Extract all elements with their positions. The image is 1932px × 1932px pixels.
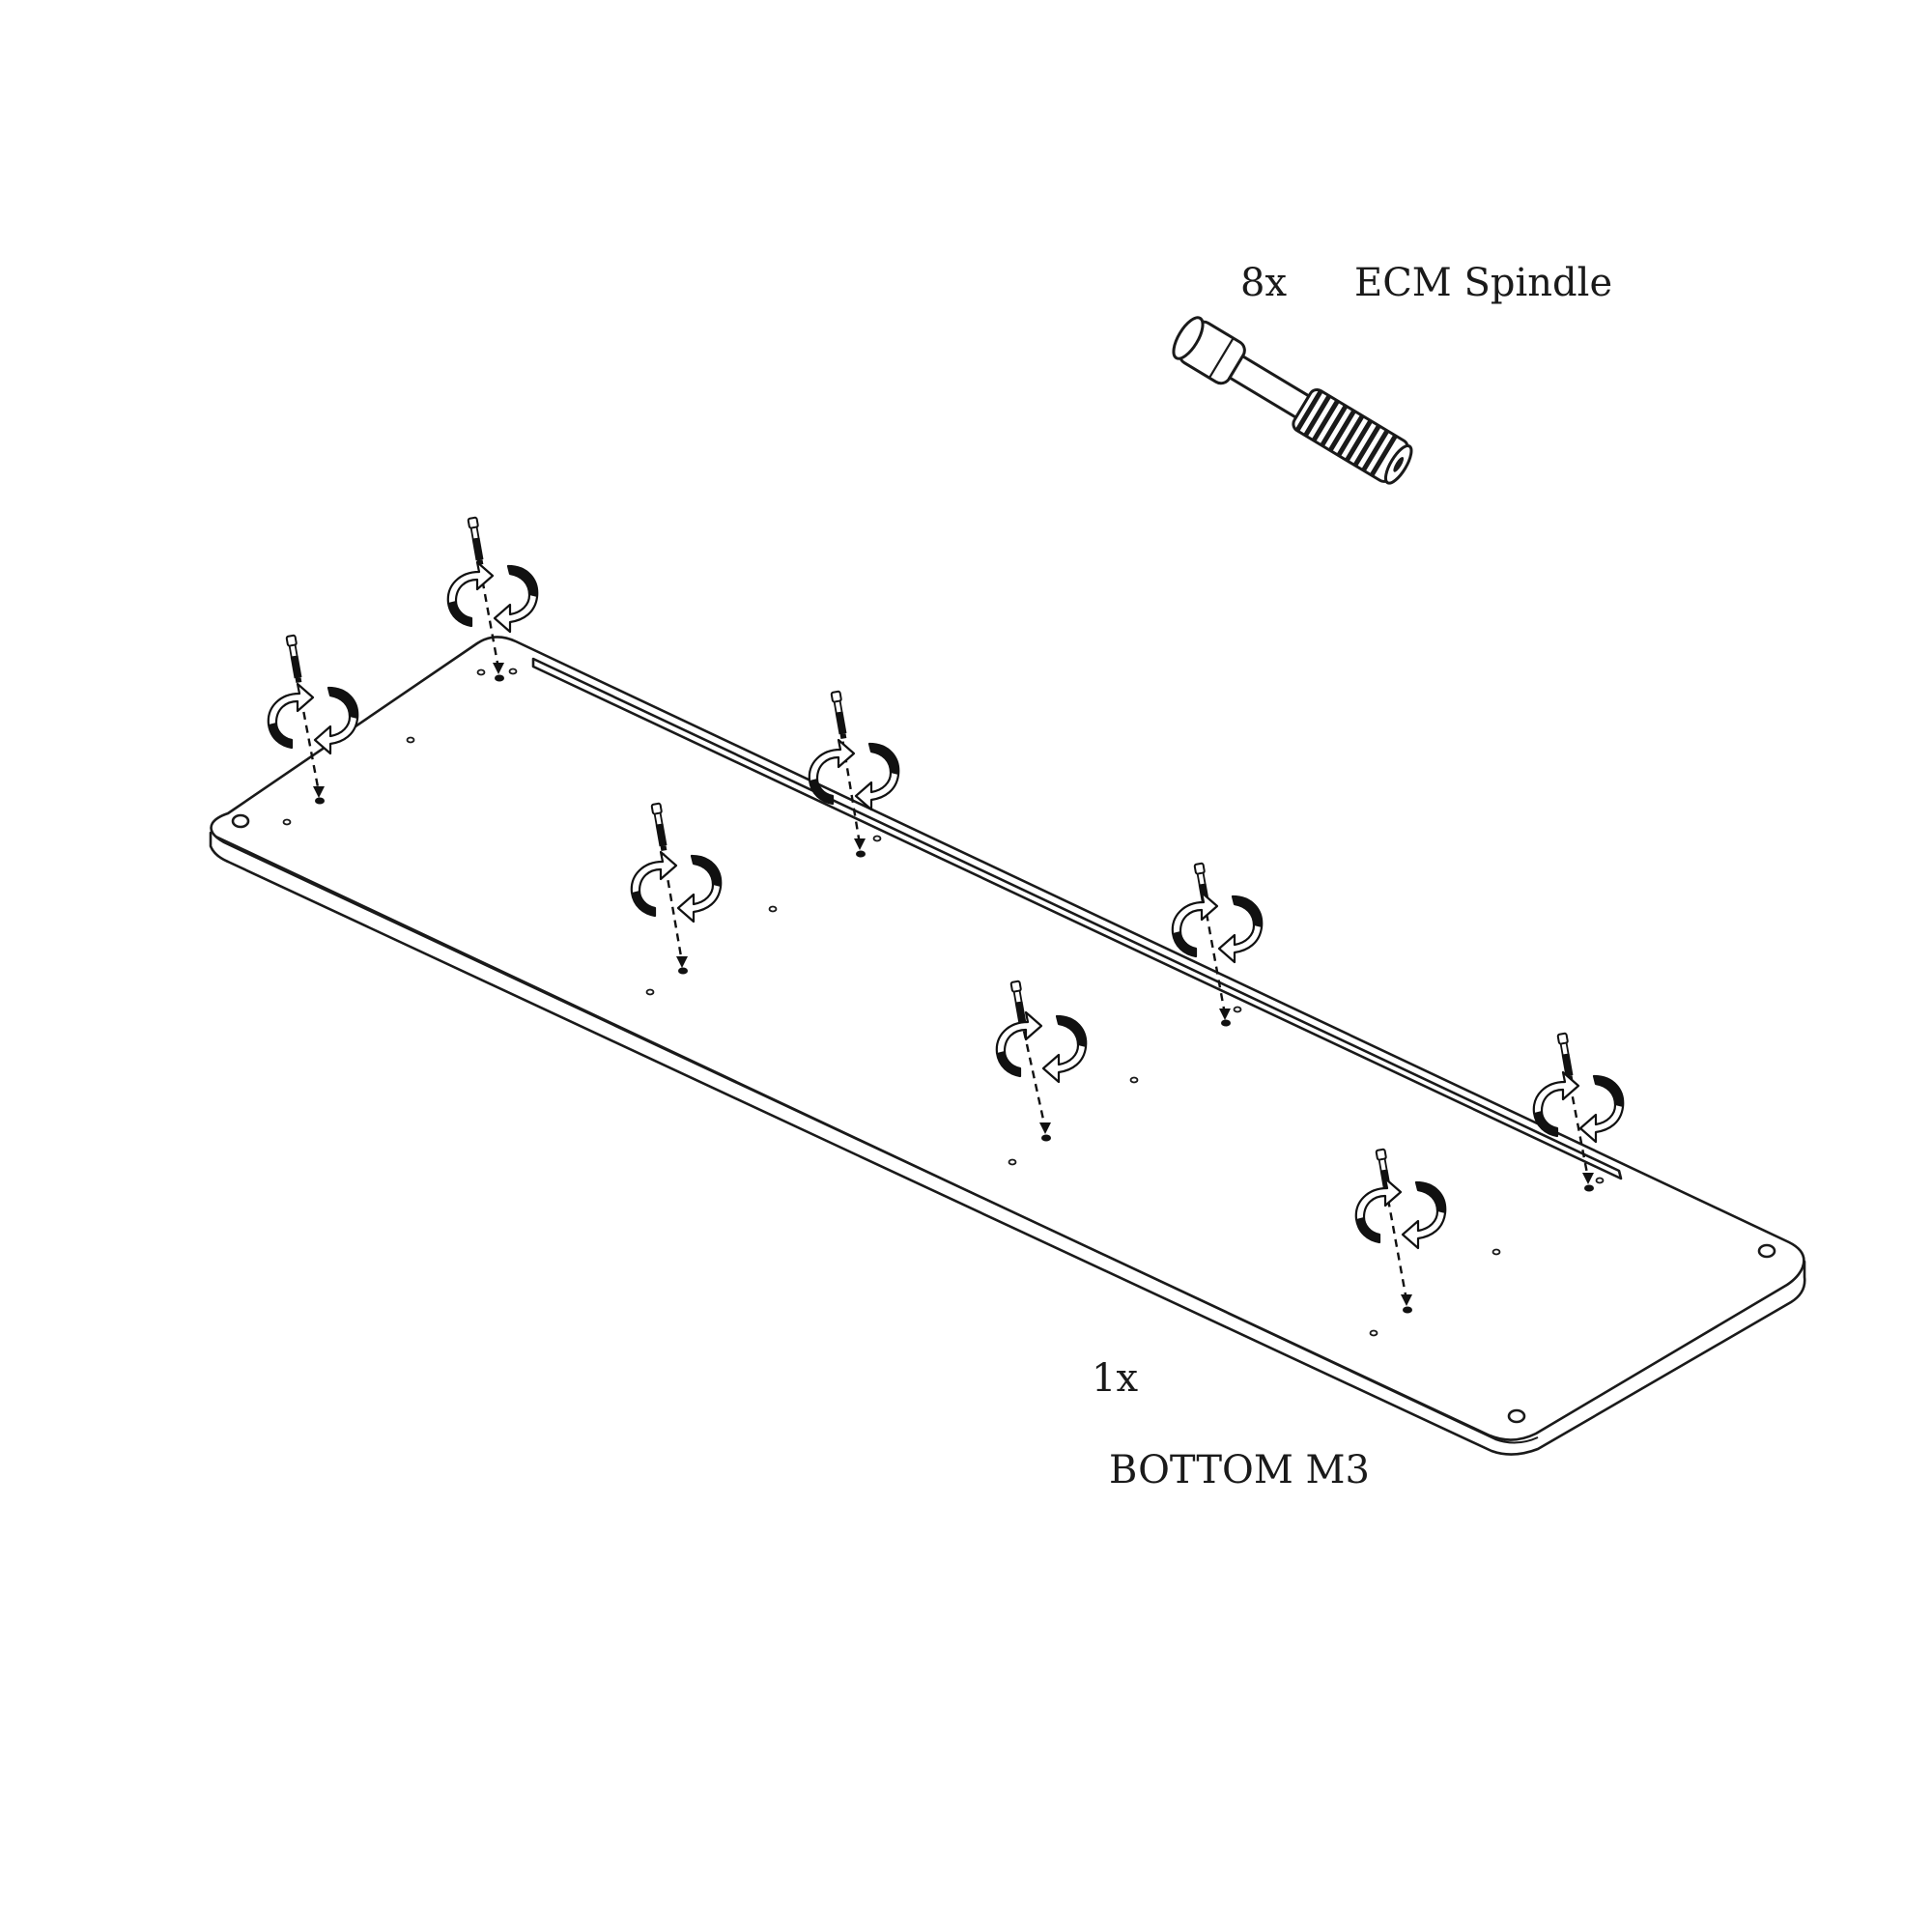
- corner-hole: [231, 813, 250, 829]
- corner-hole: [1757, 1243, 1776, 1259]
- screw-icon: [830, 690, 849, 741]
- spindle-name-label: ECM Spindle: [1354, 261, 1612, 305]
- plate-front-edge: [209, 831, 1806, 1456]
- plate-name-label: BOTTOM M3: [1109, 1448, 1370, 1492]
- screw-callout: [995, 980, 1088, 1142]
- screw-callout: [808, 690, 900, 858]
- rotate-arrows-icon: [1171, 891, 1264, 964]
- screw-icon: [467, 516, 486, 567]
- rotate-arrows-icon: [630, 850, 723, 923]
- screw-callout: [1532, 1032, 1625, 1192]
- rotate-arrows-icon: [1532, 1070, 1625, 1144]
- screw-icon: [650, 802, 669, 853]
- screw-callout: [446, 516, 539, 682]
- rotate-arrows-icon: [808, 738, 900, 811]
- bottom-plate: [209, 636, 1806, 1456]
- plate-top-face: [210, 636, 1805, 1441]
- rotate-arrows-icon: [267, 682, 359, 755]
- screw-callout: [1354, 1148, 1447, 1314]
- screw-icon: [285, 634, 304, 685]
- plate-small-holes: [282, 668, 1605, 1337]
- plate-slot: [531, 657, 1623, 1180]
- spindle-quantity-label: 8x: [1240, 261, 1287, 305]
- screw-callout: [1171, 862, 1264, 1027]
- screw-callout: [630, 802, 723, 975]
- rotate-arrows-icon: [995, 1010, 1088, 1084]
- rotate-arrows-icon: [1354, 1177, 1447, 1250]
- ecm-spindle-icon: [1172, 316, 1413, 485]
- corner-hole: [1507, 1408, 1526, 1424]
- plate-quantity-label: 1x: [1092, 1356, 1138, 1401]
- rotate-arrows-icon: [446, 560, 539, 634]
- screw-callout: [267, 634, 359, 805]
